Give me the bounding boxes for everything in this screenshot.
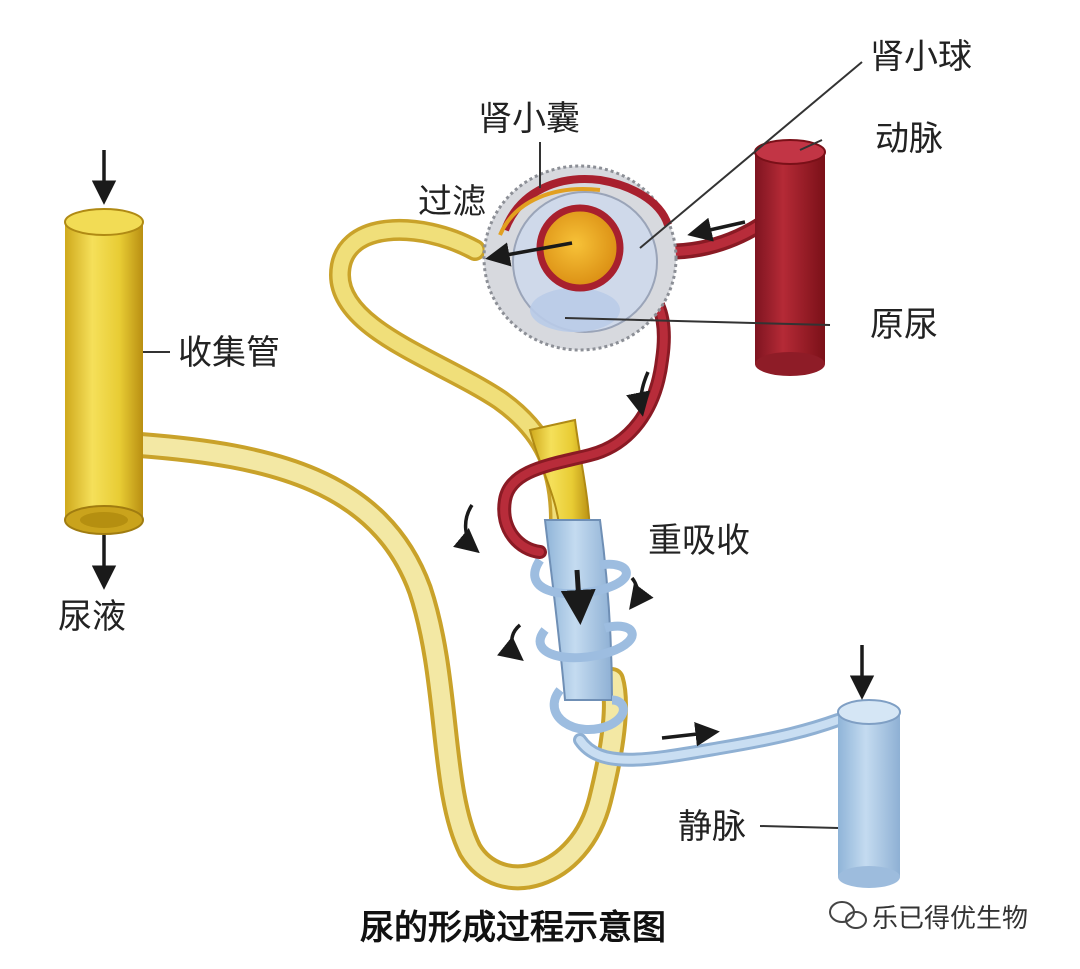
collecting-duct-shape — [64, 208, 144, 535]
label-filtration: 过滤 — [418, 182, 486, 222]
label-collecting-duct: 收集管 — [178, 333, 280, 373]
diagram-caption: 尿的形成过程示意图 — [360, 908, 666, 948]
artery-shape — [754, 139, 826, 376]
label-vein: 静脉 — [678, 807, 746, 847]
label-reabsorption: 重吸收 — [648, 521, 750, 561]
leader-lines — [143, 61, 863, 829]
wechat-icon — [829, 901, 867, 929]
label-primary-urine: 原尿 — [870, 305, 938, 345]
label-capsule: 肾小囊 — [478, 99, 580, 139]
label-artery: 动脉 — [875, 119, 943, 159]
vein-shape — [837, 699, 901, 888]
tubule-thin-segment — [127, 432, 628, 891]
label-glomerulus: 肾小球 — [870, 37, 972, 77]
watermark-text: 乐已得优生物 — [872, 904, 1029, 934]
label-urine: 尿液 — [58, 597, 126, 637]
flow-arrows — [91, 150, 875, 747]
